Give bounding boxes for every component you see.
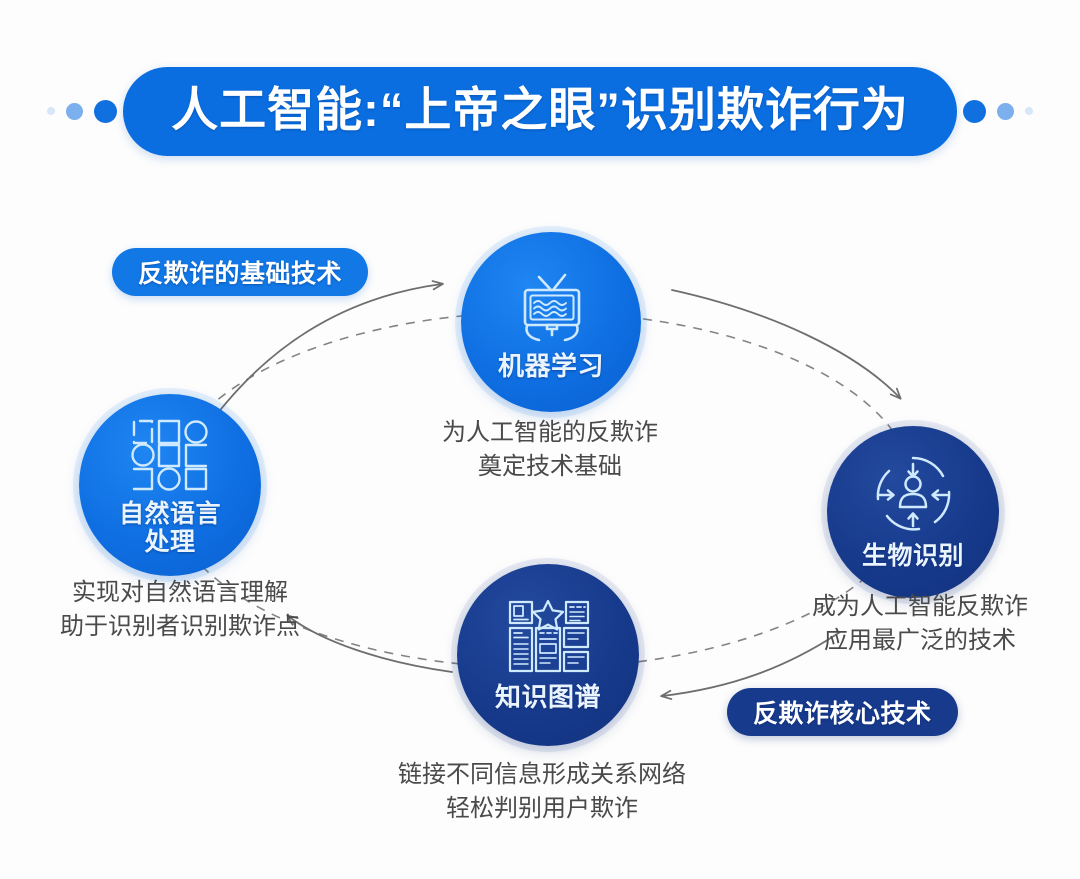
node-machine-learning[interactable]: 机器学习 bbox=[461, 232, 641, 412]
connector-kg-to-nlp bbox=[286, 614, 453, 673]
grid-shapes-icon bbox=[131, 419, 208, 491]
page-title: 人工智能:“上帝之眼”识别欺诈行为 bbox=[171, 82, 909, 136]
tag-core-technology[interactable]: 反欺诈核心技术 bbox=[727, 688, 958, 736]
connector-bio-to-kg bbox=[660, 631, 841, 700]
tag-label: 反欺诈核心技术 bbox=[753, 700, 932, 728]
dot-small-icon bbox=[1024, 107, 1033, 115]
caption-line: 轻松判别用户欺诈 bbox=[446, 795, 638, 823]
person-target-icon bbox=[876, 456, 951, 531]
node-natural-language-processing[interactable]: 自然语言 处理 bbox=[79, 394, 261, 576]
dot-medium-icon bbox=[996, 102, 1014, 120]
tag-label: 反欺诈的基础技术 bbox=[138, 260, 343, 288]
dot-small-icon bbox=[47, 107, 56, 115]
decorative-dots-left bbox=[21, 99, 123, 123]
caption-machine-learning: 为人工智能的反欺诈 奠定技术基础 bbox=[400, 416, 700, 484]
node-biometric-recognition[interactable]: 生物识别 bbox=[827, 426, 999, 598]
caption-line: 成为人工智能反欺诈 bbox=[812, 593, 1028, 620]
caption-nlp: 实现对自然语言理解 助于识别者识别欺诈点 bbox=[30, 576, 330, 644]
dot-medium-icon bbox=[66, 102, 84, 120]
title-pill: 人工智能:“上帝之眼”识别欺诈行为 bbox=[123, 66, 957, 156]
node-label-nlp-line1: 自然语言 bbox=[118, 499, 221, 528]
node-label-knowledge-graph: 知识图谱 bbox=[494, 682, 601, 713]
header-banner: 人工智能:“上帝之眼”识别欺诈行为 bbox=[0, 52, 1080, 170]
caption-line: 奠定技术基础 bbox=[478, 453, 622, 481]
node-label-machine-learning: 机器学习 bbox=[497, 351, 604, 382]
decorative-dots-right bbox=[957, 99, 1059, 123]
connector-nlp-to-ml bbox=[197, 280, 444, 441]
node-knowledge-graph[interactable]: 知识图谱 bbox=[457, 564, 639, 746]
caption-knowledge-graph: 链接不同信息形成关系网络 轻松判别用户欺诈 bbox=[352, 758, 732, 826]
caption-biometric: 成为人工智能反欺诈 应用最广泛的技术 bbox=[778, 590, 1062, 658]
cycle-diagram: 机器学习 bbox=[0, 180, 1080, 879]
dot-large-icon bbox=[94, 99, 118, 123]
dashboard-star-icon bbox=[508, 600, 590, 673]
dot-large-icon bbox=[962, 99, 986, 123]
node-label-nlp-line2: 处理 bbox=[144, 527, 196, 556]
television-icon bbox=[523, 274, 581, 342]
caption-line: 助于识别者识别欺诈点 bbox=[60, 613, 300, 641]
caption-line: 应用最广泛的技术 bbox=[824, 627, 1016, 655]
connector-ml-to-bio bbox=[671, 289, 902, 400]
caption-line: 实现对自然语言理解 bbox=[72, 579, 288, 606]
tag-foundation-technology[interactable]: 反欺诈的基础技术 bbox=[112, 248, 369, 296]
caption-line: 链接不同信息形成关系网络 bbox=[398, 761, 686, 788]
node-label-biometric: 生物识别 bbox=[861, 542, 964, 570]
caption-line: 为人工智能的反欺诈 bbox=[442, 419, 658, 446]
node-label-nlp: 自然语言 处理 bbox=[119, 500, 221, 556]
